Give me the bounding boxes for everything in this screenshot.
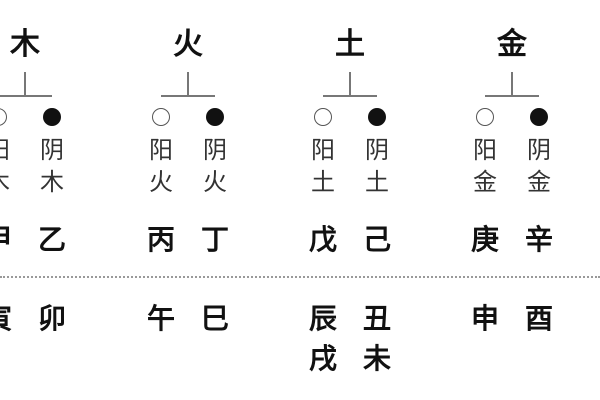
yang-element: 土 [311, 168, 335, 196]
tree-connector [161, 95, 215, 97]
heavenly-stem: 己 [362, 223, 391, 256]
tree-connector [24, 72, 26, 96]
yang-element: 木 [0, 166, 25, 198]
earthly-branch: 申 [470, 302, 499, 335]
element-name: 木 [10, 27, 40, 62]
yin-label: 阴 [365, 136, 389, 164]
tree-connector [485, 95, 539, 97]
yin-label: 阴 [203, 136, 227, 164]
heavenly-stem: 庚 [470, 223, 499, 256]
element-column: 木 阳 木 甲寅 阴 木 乙卯 [0, 0, 85, 400]
yang-label: 阳 [311, 136, 335, 164]
yin-circle-icon [206, 108, 224, 126]
yin-element: 土 [365, 168, 389, 196]
yin-element: 木 [40, 168, 64, 196]
heavenly-stem: 丙 [146, 223, 175, 256]
heavenly-stem: 辛 [524, 223, 553, 256]
yang-label: 阳 [149, 136, 173, 164]
yang-circle-icon [476, 108, 494, 126]
dotted-divider [0, 276, 600, 278]
yang-circle-icon [314, 108, 332, 126]
element-column: 金 阳 金 庚申 阴 金 辛酉 [452, 0, 572, 400]
tree-connector [187, 72, 189, 96]
yang-label: 阳 [0, 134, 25, 166]
tree-connector [0, 95, 52, 97]
element-column: 火 阳 火 丙午 阴 火 丁巳 [128, 0, 248, 400]
yang-circle-icon [0, 108, 7, 126]
tree-connector [349, 72, 351, 96]
yin-circle-icon [43, 108, 61, 126]
yang-label: 阳 [473, 136, 497, 164]
yin-label: 阴 [527, 136, 551, 164]
yang-element: 金 [473, 168, 497, 196]
earthly-branch: 卯 [37, 302, 66, 335]
earthly-branch: 巳 [200, 302, 229, 335]
yang-element: 火 [149, 168, 173, 196]
tree-connector [323, 95, 377, 97]
earthly-branch: 戌 [308, 342, 337, 375]
earthly-branch: 丑 [362, 302, 391, 335]
tree-connector [511, 72, 513, 96]
earthly-branch: 酉 [524, 302, 553, 335]
yin-element: 火 [203, 168, 227, 196]
earthly-branch: 未 [362, 342, 391, 375]
yang-circle-icon [152, 108, 170, 126]
earthly-branch: 寅 [0, 300, 25, 338]
yin-element: 金 [527, 168, 551, 196]
yin-circle-icon [368, 108, 386, 126]
element-name: 土 [335, 27, 365, 62]
yin-label: 阴 [40, 136, 64, 164]
element-name: 金 [497, 27, 527, 62]
earthly-branch: 辰 [308, 302, 337, 335]
heavenly-stem: 丁 [200, 223, 229, 256]
earthly-branch: 午 [146, 302, 175, 335]
heavenly-stem: 戊 [308, 223, 337, 256]
yin-circle-icon [530, 108, 548, 126]
element-name: 火 [173, 27, 203, 62]
heavenly-stem: 甲 [0, 222, 25, 258]
element-column: 土 阳 土 戊辰戌 阴 土 己丑未 [290, 0, 410, 400]
heavenly-stem: 乙 [37, 223, 66, 256]
